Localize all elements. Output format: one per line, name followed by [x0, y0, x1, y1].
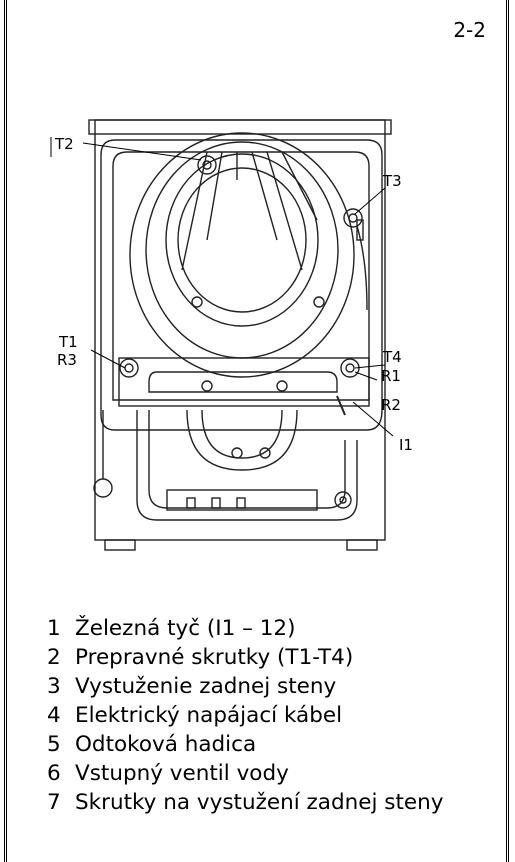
legend-item-label: Odtoková hadica	[75, 732, 257, 757]
callout-r3: R3	[57, 351, 77, 369]
parts-legend: 1 Železná tyč (I1 – 12) 2 Prepravné skrutk…	[47, 614, 444, 817]
cabinet-outline	[94, 119, 386, 541]
legend-item-number: 2	[47, 645, 61, 670]
legend-item-number: 5	[47, 732, 61, 757]
water-inlet-valve	[93, 478, 113, 498]
legend-item-label: Vstupný ventil vody	[75, 761, 289, 786]
legend-item-label: Prepravné skrutky (T1-T4)	[75, 645, 354, 670]
page-number: 2-2	[453, 18, 486, 42]
legend-item-label: Vystuženie zadnej steny	[75, 674, 337, 699]
legend-item: 1 Železná tyč (I1 – 12)	[47, 614, 444, 643]
callout-t1: T1	[58, 333, 78, 351]
callout-t3: T3	[382, 172, 402, 190]
callout-t2: T2	[54, 135, 74, 153]
legend-item: 3 Vystuženie zadnej steny	[47, 672, 444, 701]
callout-t4: T4	[382, 348, 402, 366]
foot-right	[346, 539, 378, 551]
washing-machine-rear-diagram: T2 T3 T1 R3 T4 R1 R2 I1	[37, 110, 497, 560]
legend-item-number: 1	[47, 616, 61, 641]
callout-r2: R2	[381, 396, 401, 414]
legend-item-label: Elektrický napájací kábel	[75, 703, 343, 728]
callout-i1: I1	[399, 436, 413, 454]
legend-item: 2 Prepravné skrutky (T1-T4)	[47, 643, 444, 672]
legend-item-number: 6	[47, 761, 61, 786]
transport-screw-t3	[343, 208, 363, 228]
power-cable	[356, 225, 368, 311]
legend-item: 4 Elektrický napájací kábel	[47, 701, 444, 730]
rear-view-drawing: T2 T3 T1 R3 T4 R1 R2 I1	[50, 119, 413, 551]
foot-left	[104, 539, 136, 551]
legend-item-label: Skrutky na vystužení zadnej steny	[75, 790, 444, 815]
legend-item: 6 Vstupný ventil vody	[47, 759, 444, 788]
legend-item: 5 Odtoková hadica	[47, 730, 444, 759]
page-frame: 2-2	[4, 0, 509, 862]
callout-r1: R1	[381, 367, 401, 385]
legend-item-number: 3	[47, 674, 61, 699]
transport-screw-t1	[119, 358, 139, 378]
legend-item-number: 7	[47, 790, 61, 815]
legend-item-number: 4	[47, 703, 61, 728]
legend-item: 7 Skrutky na vystužení zadnej steny	[47, 788, 444, 817]
legend-item-label: Železná tyč (I1 – 12)	[75, 616, 296, 641]
transport-screw-t2	[197, 155, 217, 175]
rear-wall-reinforcement	[118, 357, 370, 407]
iron-bar-i1	[336, 395, 346, 416]
